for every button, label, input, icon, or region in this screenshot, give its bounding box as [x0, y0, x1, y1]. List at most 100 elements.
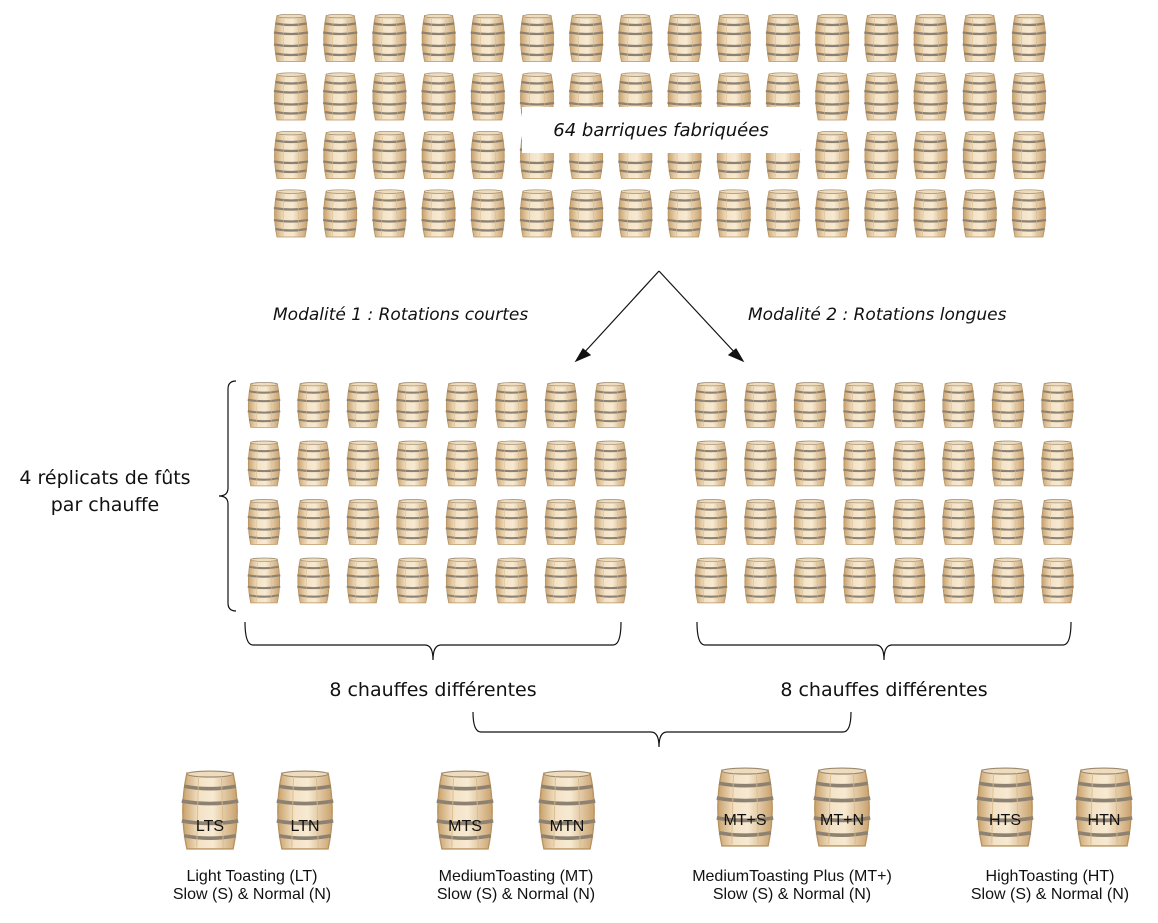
toasts-label-left: 8 chauffes différentes: [329, 679, 537, 701]
top-barrel-r4-c10: [715, 188, 753, 239]
mod2-barrel-r4-c1: [693, 556, 729, 605]
top-barrel-r1-c9: [666, 13, 703, 63]
mod2-barrel-r1-c4: [842, 381, 877, 429]
mod2-barrel-r4-c5: [891, 556, 927, 605]
mod2-barrel-r1-c1: [693, 381, 729, 429]
barrel-hts: [977, 768, 1033, 846]
top-barrel-r3-c14: [912, 130, 949, 180]
mod2-barrel-r1-c5: [891, 381, 927, 429]
top-barrel-r3-c3: [371, 130, 408, 180]
top-barrel-r2-c14: [912, 71, 949, 122]
mod2-barrel-r1-c3: [792, 381, 828, 429]
mod2-barrel-r1-c6: [941, 381, 976, 429]
mod2-barrel-r4-c3: [792, 556, 828, 605]
split-arrows: [574, 270, 745, 363]
mod2-barrel-r1-c8: [1040, 381, 1075, 429]
top-barrel-r1-c4: [420, 13, 457, 63]
top-barrel-r2-c4: [420, 71, 457, 122]
top-barrel-r2-c15: [961, 71, 999, 122]
modality-2-brace: [696, 621, 1072, 661]
mod2-barrel-r2-c6: [941, 439, 976, 488]
barrel-lts: [182, 771, 238, 849]
mod1-barrel-r4-c8: [593, 556, 628, 605]
mod1-barrel-r3-c6: [494, 498, 529, 546]
top-barrel-r3-c5: [469, 130, 507, 180]
mod1-barrel-r4-c4: [395, 556, 430, 605]
mod2-barrel-r2-c2: [743, 439, 778, 488]
top-barrel-r4-c16: [1010, 188, 1048, 239]
mod1-barrel-r4-c5: [444, 556, 480, 605]
mod1-barrel-r2-c6: [494, 439, 529, 488]
mod1-barrel-r1-c1: [246, 381, 282, 429]
top-barrel-r4-c3: [371, 188, 408, 239]
mod2-barrel-r3-c8: [1040, 498, 1075, 546]
barrel-label-mt-plus-n: MT+N: [820, 812, 864, 829]
barrel-htn: [1076, 768, 1132, 846]
mod2-barrel-r1-c7: [990, 381, 1026, 429]
mod2-barrel-r3-c7: [990, 498, 1026, 546]
top-barrel-r4-c4: [420, 188, 457, 239]
top-group-title: 64 barriques fabriquées: [553, 119, 769, 141]
mod1-barrel-r1-c4: [395, 381, 430, 429]
barrel-mts: [437, 771, 493, 849]
barrel-label-htn: HTN: [1087, 812, 1121, 829]
caption-medium-toasting-plus-line-1: MediumToasting Plus (MT+): [692, 868, 892, 885]
mod2-barrel-r3-c5: [891, 498, 927, 546]
top-barrel-r1-c13: [863, 13, 900, 63]
mod1-barrel-r3-c1: [246, 498, 282, 546]
caption-light-toasting-line-1: Light Toasting (LT): [186, 868, 318, 885]
mod1-barrel-r3-c3: [345, 498, 381, 546]
top-barrel-r4-c15: [961, 188, 999, 239]
mod1-barrel-r3-c7: [543, 498, 579, 546]
arrow-head-left: [574, 348, 592, 363]
mod1-barrel-r2-c3: [345, 439, 381, 488]
mod1-barrel-r1-c7: [543, 381, 579, 429]
barrel-label-mt-plus-s: MT+S: [723, 812, 767, 829]
mod1-barrel-r2-c4: [395, 439, 430, 488]
top-barrel-r3-c2: [321, 130, 359, 180]
top-barrel-r2-c2: [321, 71, 359, 122]
top-barrel-r1-c14: [912, 13, 949, 63]
mod1-barrel-r4-c1: [246, 556, 282, 605]
top-barrel-r2-c3: [371, 71, 408, 122]
barrel-label-mts: MTS: [448, 818, 482, 835]
top-barrel-r1-c8: [617, 13, 654, 63]
caption-medium-toasting: MediumToasting (MT) Slow (S) & Normal (N…: [437, 868, 595, 904]
caption-high-toasting-line-1: HighToasting (HT): [985, 868, 1115, 885]
top-barrel-r1-c11: [764, 13, 802, 63]
mod1-barrel-r1-c2: [296, 381, 331, 429]
caption-light-toasting: Light Toasting (LT) Slow (S) & Normal (N…: [173, 868, 331, 904]
barrel-label-ltn: LTN: [290, 818, 320, 835]
mod1-barrel-r1-c5: [444, 381, 480, 429]
top-barrel-r4-c11: [764, 188, 802, 239]
modality-1-brace: [244, 621, 622, 661]
mod2-barrel-r3-c1: [693, 498, 729, 546]
top-barrel-r2-c5: [469, 71, 507, 122]
top-barrel-r2-c13: [863, 71, 900, 122]
top-barrel-r4-c5: [469, 188, 507, 239]
caption-medium-toasting-line-2: Slow (S) & Normal (N): [436, 886, 596, 903]
top-barrel-r4-c6: [518, 188, 556, 239]
mod1-barrel-r4-c6: [494, 556, 529, 605]
top-barrel-r4-c13: [863, 188, 900, 239]
mod2-barrel-r2-c4: [842, 439, 877, 488]
top-barrel-r4-c1: [272, 188, 310, 239]
mod1-barrel-r3-c8: [593, 498, 628, 546]
mod2-barrel-r3-c4: [842, 498, 877, 546]
top-barrel-r1-c15: [961, 13, 999, 63]
mod2-barrel-r4-c7: [990, 556, 1026, 605]
mod2-barrel-r2-c7: [990, 439, 1026, 488]
modality-2-barrel-grid: [693, 381, 1075, 605]
caption-light-toasting-line-2: Slow (S) & Normal (N): [172, 886, 332, 903]
mod2-barrel-r3-c2: [743, 498, 778, 546]
caption-medium-toasting-line-1: MediumToasting (MT): [438, 868, 594, 885]
mod1-barrel-r4-c7: [543, 556, 579, 605]
mod2-barrel-r2-c1: [693, 439, 729, 488]
replicates-bracket: [218, 380, 237, 612]
top-barrel-r4-c9: [666, 188, 703, 239]
toasts-label-right: 8 chauffes différentes: [780, 679, 988, 701]
caption-medium-toasting-plus-line-2: Slow (S) & Normal (N): [712, 886, 872, 903]
top-barrel-r4-c8: [617, 188, 654, 239]
barrel-label-hts: HTS: [989, 812, 1021, 829]
barrel-mt-plus-n: [814, 768, 870, 846]
